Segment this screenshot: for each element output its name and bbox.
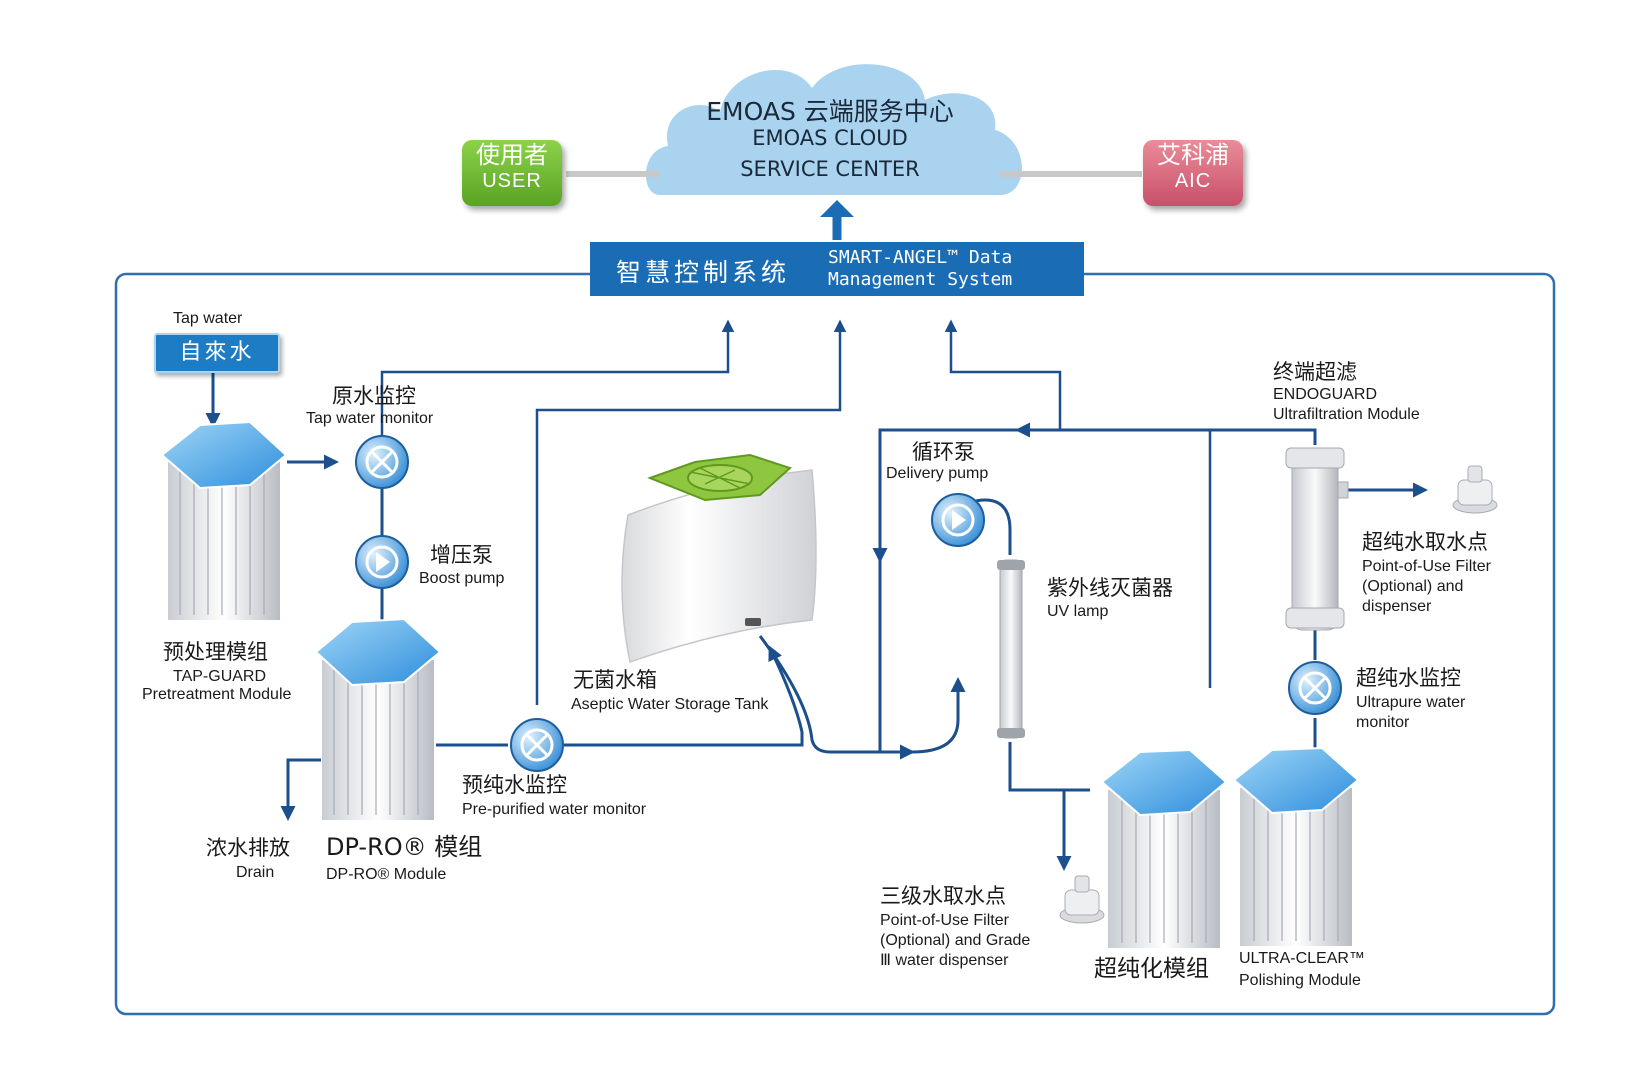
dpro-zh: DP-RO® 模组 xyxy=(326,833,483,861)
user-badge: 使用者 USER xyxy=(462,140,562,206)
grade3-point-en1: Point-of-Use Filter xyxy=(880,912,1009,929)
drain-en: Drain xyxy=(236,864,275,881)
system-en-line1: SMART-ANGEL™ Data xyxy=(828,247,1013,268)
tap-water-en: Tap water xyxy=(173,310,243,327)
aic-badge-en: AIC xyxy=(1174,170,1212,192)
cloud-line2: EMOAS CLOUD xyxy=(752,126,908,150)
polishing-module-left xyxy=(1100,748,1228,948)
tap-monitor-data-line xyxy=(380,319,735,462)
uv-lamp-tube xyxy=(997,559,1025,739)
dpro-module xyxy=(314,617,442,820)
delivery-pump-en: Delivery pump xyxy=(886,465,989,482)
aseptic-tank xyxy=(621,453,817,663)
pretreatment-zh: 预处理模组 xyxy=(163,640,268,664)
tap-water-box: 自來水 xyxy=(154,333,280,373)
sys-to-cloud-arrowhead xyxy=(820,200,854,217)
grade3-dispenser xyxy=(1059,875,1105,924)
pretreatment-module xyxy=(160,420,288,620)
delivery-pump-icon xyxy=(931,493,985,547)
grade3-point-zh: 三级水取水点 xyxy=(880,884,1006,908)
tap-monitor-en: Tap water monitor xyxy=(306,410,434,427)
boost-pump-en: Boost pump xyxy=(419,570,505,587)
user-badge-en: USER xyxy=(482,170,542,192)
upw-monitor-en1: Ultrapure water xyxy=(1356,694,1466,711)
prepurified-data-line xyxy=(535,319,847,705)
upw-monitor-zh: 超纯水监控 xyxy=(1356,666,1461,690)
pretreatment-en1: TAP-GUARD xyxy=(173,668,267,685)
upw-point-en3: dispenser xyxy=(1362,598,1432,615)
polishing-zh: 超纯化模组 xyxy=(1094,956,1209,982)
polishing-en1: ULTRA-CLEAR™ xyxy=(1239,950,1365,967)
upw-point-en2: (Optional) and xyxy=(1362,578,1464,595)
endoguard-en1: ENDOGUARD xyxy=(1273,386,1378,403)
cloud-line3: SERVICE CENTER xyxy=(740,157,920,181)
uv-to-polish-pipe xyxy=(1008,742,1090,792)
boost-pump-icon xyxy=(355,535,409,589)
polishing-en2: Polishing Module xyxy=(1239,972,1361,989)
polishing-module-right xyxy=(1232,746,1360,946)
cloud-service-center xyxy=(645,64,1022,195)
tap-monitor-icon xyxy=(355,435,409,489)
uv-lamp-en: UV lamp xyxy=(1047,603,1109,620)
prepurified-monitor-zh: 预纯水监控 xyxy=(462,773,567,797)
tank-zh: 无菌水箱 xyxy=(573,668,657,692)
aic-badge-zh: 艾科浦 xyxy=(1157,141,1229,169)
system-zh: 智慧控制系统 xyxy=(616,258,791,287)
boost-pump-zh: 增压泵 xyxy=(430,543,493,567)
ultrapure-data-line xyxy=(944,319,1212,688)
drain-pipe xyxy=(280,758,321,821)
smart-angel-system-bar: 智慧控制系统 SMART-ANGEL™ Data Management Syst… xyxy=(590,242,1084,296)
delivery-pump-zh: 循环泵 xyxy=(912,440,975,464)
endoguard-module xyxy=(1285,447,1349,631)
prepurified-monitor-icon xyxy=(510,718,564,772)
tank-out-pipe xyxy=(758,635,915,760)
endoguard-zh: 终端超滤 xyxy=(1273,360,1357,384)
prepurified-monitor-en: Pre-purified water monitor xyxy=(462,801,647,818)
system-en: SMART-ANGEL™ Data Management System xyxy=(828,247,1012,291)
system-en-line2: Management System xyxy=(828,269,1013,290)
drain-zh: 浓水排放 xyxy=(206,836,290,860)
upw-point-zh: 超纯水取水点 xyxy=(1362,530,1488,554)
to-delivery-pump-pipe xyxy=(911,677,966,754)
tank-en: Aseptic Water Storage Tank xyxy=(571,696,769,713)
aic-badge: 艾科浦 AIC xyxy=(1143,140,1243,206)
pretreatment-en2: Pretreatment Module xyxy=(142,686,292,703)
upw-monitor-en2: monitor xyxy=(1356,714,1410,731)
uv-lamp-zh: 紫外线灭菌器 xyxy=(1047,576,1173,600)
cloud-title: EMOAS 云端服务中心 xyxy=(706,97,954,126)
upw-dispenser xyxy=(1452,465,1498,514)
return-loop-top-pipe xyxy=(1015,422,1317,445)
ultrapure-monitor-icon xyxy=(1288,661,1342,715)
dpro-en: DP-RO® Module xyxy=(326,866,447,883)
grade3-point-en3: Ⅲ water dispenser xyxy=(880,952,1009,969)
endoguard-en2: Ultrafiltration Module xyxy=(1273,406,1420,423)
return-loop-down-pipe xyxy=(872,428,1020,563)
tap-monitor-zh: 原水监控 xyxy=(332,384,416,408)
upw-point-en1: Point-of-Use Filter xyxy=(1362,558,1491,575)
user-badge-zh: 使用者 xyxy=(476,141,548,169)
grade3-point-en2: (Optional) and Grade xyxy=(880,932,1031,949)
